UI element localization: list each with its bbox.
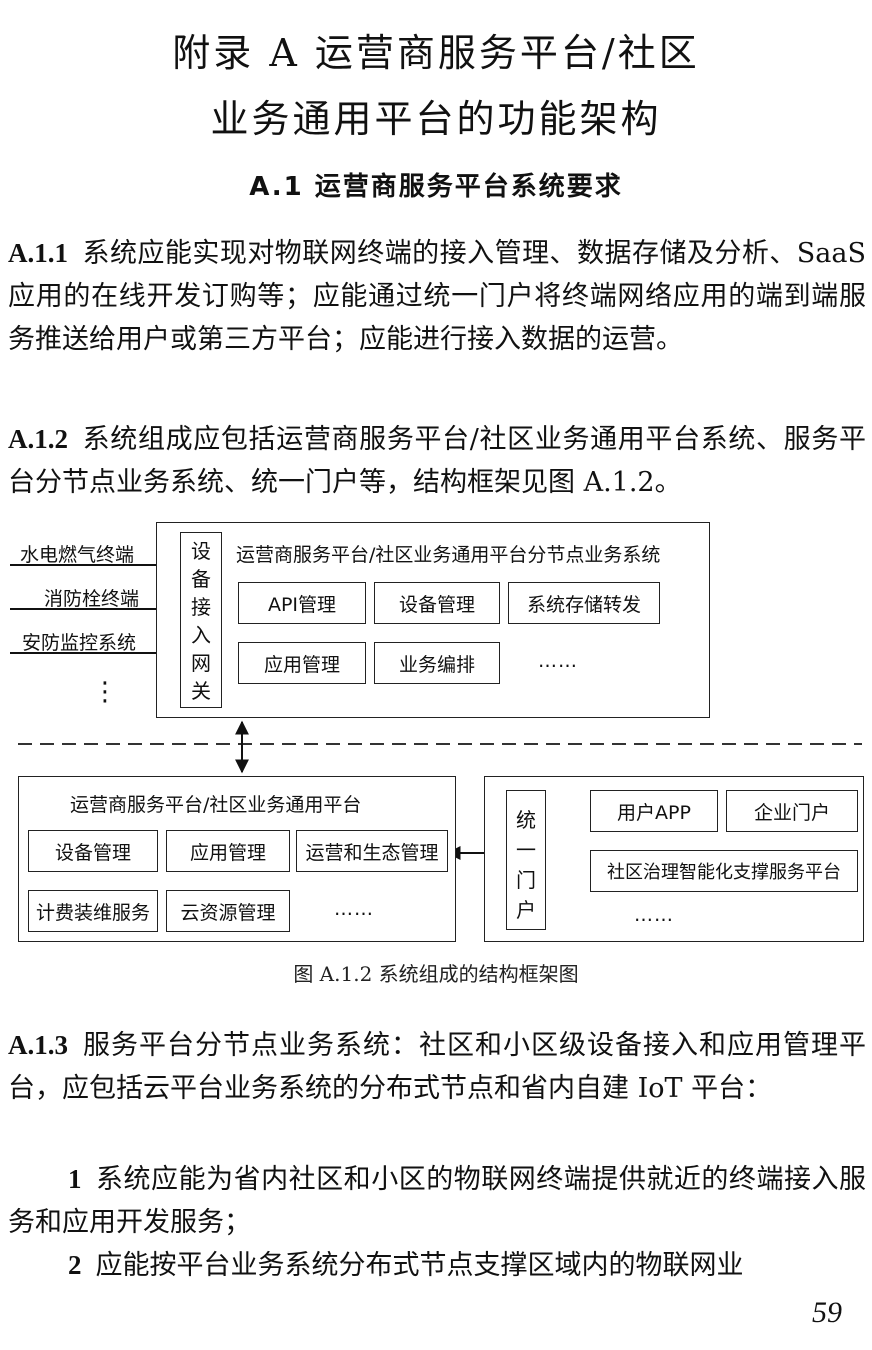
appendix-title-line1: 附录 A 运营商服务平台/社区	[172, 31, 700, 75]
clause-number: A.1.3	[8, 1030, 68, 1060]
platform-module: 设备管理	[28, 830, 158, 872]
app-module: 用户APP	[590, 790, 718, 832]
apps-more: ……	[634, 904, 674, 926]
platform-module: 计费装维服务	[28, 890, 158, 932]
gateway-char: 关	[191, 679, 211, 703]
list-item: 2 应能按平台业务系统分布式节点支撑区域内的物联网业	[8, 1244, 866, 1287]
clause-number: A.1.1	[8, 238, 68, 268]
clause-text: 系统应能实现对物联网终端的接入管理、数据存储及分析、SaaS 应用的在线开发订购…	[8, 238, 866, 355]
node-module: 设备管理	[374, 582, 500, 624]
gateway-char: 接	[191, 595, 211, 619]
clause-text: 服务平台分节点业务系统：社区和小区级设备接入和应用管理平台，应包括云平台业务系统…	[8, 1030, 866, 1104]
section-heading: A.1 运营商服务平台系统要求	[249, 172, 623, 202]
clause-number: A.1.2	[8, 424, 68, 454]
node-module: 系统存储转发	[508, 582, 660, 624]
gateway-box: 设 备 接 入 网 关	[180, 532, 222, 708]
terminal-label: 水电燃气终端	[20, 544, 135, 566]
portal-char: 一	[516, 838, 536, 862]
platform-more: ……	[334, 898, 374, 920]
gateway-char: 设	[191, 539, 211, 563]
gateway-char: 入	[191, 623, 211, 647]
item-number: 1	[68, 1164, 82, 1194]
item-number: 2	[68, 1250, 82, 1280]
app-module: 社区治理智能化支撑服务平台	[590, 850, 858, 892]
portal-box: 统 一 门 户	[506, 790, 546, 930]
terminal-label: 安防监控系统	[22, 632, 137, 654]
gateway-char: 备	[191, 567, 211, 591]
figure-caption: 图 A.1.2 系统组成的结构框架图	[293, 962, 579, 986]
node-system-title: 运营商服务平台/社区业务通用平台分节点业务系统	[236, 544, 661, 566]
portal-char: 门	[516, 868, 536, 892]
node-module: 应用管理	[238, 642, 366, 684]
terminal-more: ⋮	[92, 677, 118, 707]
clause-text: 系统组成应包括运营商服务平台/社区业务通用平台系统、服务平台分节点业务系统、统一…	[8, 424, 866, 498]
platform-module: 云资源管理	[166, 890, 290, 932]
architecture-diagram: 水电燃气终端 消防栓终端 安防监控系统 ⋮ 设 备 接 入 网 关 运营商服务平…	[10, 522, 864, 942]
item-text: 应能按平台业务系统分布式节点支撑区域内的物联网业	[95, 1250, 744, 1281]
item-text: 系统应能为省内社区和小区的物联网终端提供就近的终端接入服务和应用开发服务；	[8, 1164, 866, 1238]
node-module: 业务编排	[374, 642, 500, 684]
portal-char: 统	[516, 808, 536, 832]
appendix-title-line2: 业务通用平台的功能架构	[210, 97, 662, 141]
terminal-label: 消防栓终端	[44, 588, 140, 610]
node-more: ……	[538, 650, 578, 672]
portal-char: 户	[516, 898, 536, 922]
page-number: 59	[812, 1296, 842, 1329]
platform-module: 运营和生态管理	[296, 830, 448, 872]
app-module: 企业门户	[726, 790, 858, 832]
node-module: API管理	[238, 582, 366, 624]
gateway-char: 网	[191, 651, 211, 675]
platform-module: 应用管理	[166, 830, 290, 872]
platform-title: 运营商服务平台/社区业务通用平台	[70, 794, 362, 816]
